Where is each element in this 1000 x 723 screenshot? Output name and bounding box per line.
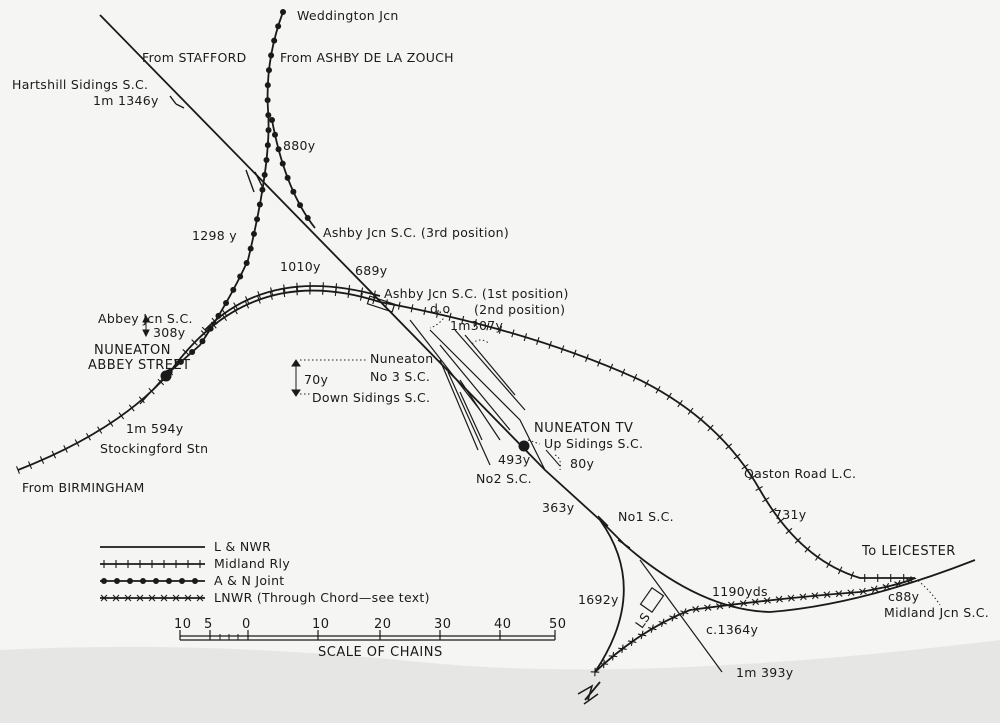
label-no1: No1 S.C. [618,509,674,524]
midland-abbey-link [139,375,166,405]
label-731y: 731y [774,507,807,522]
signal-box-1st [366,295,396,313]
label-1190yds: 1190yds [712,584,768,599]
scale-tick-label: 40 [494,617,512,632]
lnwr-main-line [99,14,626,546]
nuneaton-abbey-street-station [160,370,172,382]
label-stockingford: Stockingford Stn [100,441,208,456]
label-hartshill: Hartshill Sidings S.C. [12,77,148,92]
label-abbey-jcn: Abbey Jcn S.C. [98,311,193,326]
label-70y: 70y [304,372,329,387]
label-308y: 308y [153,325,186,340]
label-493y: 493y [498,452,531,467]
midland-upper-chord [204,285,381,331]
label-363y: 363y [542,500,575,515]
label-689y: 689y [355,263,388,278]
dimension-80y [545,449,561,467]
label-1692y: 1692y [578,592,619,607]
label-nuneaton-abbey-2: ABBEY STREET [88,358,191,373]
lnwr-signal-marks [169,95,631,549]
svg-text:L & NWR: L & NWR [214,539,271,554]
station-sidings [409,319,546,471]
label-1010y: 1010y [280,259,321,274]
label-ashby-2nd: (2nd position) [474,302,565,317]
scale-tick-label: 50 [549,617,567,632]
label-to-leicester: To LEICESTER [861,544,956,559]
leader-80y [554,454,561,471]
legend-item-an-joint: A & N Joint [100,573,285,588]
label-ashby-3rd: Ashby Jcn S.C. (3rd position) [323,225,509,240]
label-880y: 880y [283,138,316,153]
label-weddington-jcn: Weddington Jcn [297,8,399,23]
label-ashby-1st: Ashby Jcn S.C. (1st position) [384,286,569,301]
label-c88y: c88y [888,589,920,604]
label-1m393y: 1m 393y [736,665,794,680]
dimension-308y [142,314,150,338]
svg-text:A & N Joint: A & N Joint [214,573,285,588]
label-nuneaton-no3-2: No 3 S.C. [370,369,430,384]
lnwr-southwest-line [594,519,625,673]
label-down-sidings: Down Sidings S.C. [312,390,430,405]
scale-tick-label: 20 [374,617,392,632]
dimension-70y [291,359,301,397]
label-c1364y: c.1364y [706,622,758,637]
scale-tick-label: 10 [312,617,330,632]
label-80y: 80y [570,456,595,471]
scale-caption: SCALE OF CHAINS [318,645,443,660]
scale-tick-label: 10 [174,617,192,632]
scale-tick-label: 0 [242,617,251,632]
label-oaston-road: Oaston Road L.C. [744,466,856,481]
lnwr-branch-bottom [584,681,601,701]
scale-tick-label: 30 [434,617,452,632]
label-from-birmingham: From BIRMINGHAM [22,480,145,495]
label-midland-jcn: Midland Jcn S.C. [884,605,989,620]
svg-text:LNWR (Through Chord—see text): LNWR (Through Chord—see text) [214,590,430,605]
label-1m594y: 1m 594y [126,421,184,436]
legend-item-midland: Midland Rly [100,556,290,571]
lnwr-branch-1m393 [639,559,723,673]
nuneaton-tv-station [518,440,530,452]
label-up-sidings: Up Sidings S.C. [544,436,643,451]
label-ls: LS [632,610,653,631]
label-nuneaton-abbey-1: NUNEATON [94,343,171,358]
label-1m307y: 1m307y [450,318,503,333]
paper-edge-shadow [0,640,1000,723]
lnwr-leicester-line [624,544,976,613]
label-hartshill-distance: 1m 1346y [93,93,159,108]
scale-tick-label: 5 [204,617,213,632]
legend: L & NWR Midland Rly A & N Joint LNWR (Th… [100,539,430,605]
label-do: d.o [430,301,450,316]
svg-text:Midland Rly: Midland Rly [214,556,290,571]
label-nuneaton-no3-1: Nuneaton [370,351,433,366]
label-1298y: 1298 y [192,228,237,243]
southwest-exit-arrows [577,684,599,705]
leader-1m307 [471,339,491,345]
label-from-ashby: From ASHBY DE LA ZOUCH [280,50,454,65]
legend-item-lnwr: L & NWR [100,539,271,554]
legend-item-lnwr-chord: LNWR (Through Chord—see text) [100,590,430,605]
label-no2: No2 S.C. [476,471,532,486]
label-nuneaton-tv: NUNEATON TV [534,421,633,436]
loco-shed-box [639,586,665,614]
label-from-stafford: From STAFFORD [142,50,247,65]
track-markings [16,9,914,677]
lnwr-through-chord [594,577,916,673]
